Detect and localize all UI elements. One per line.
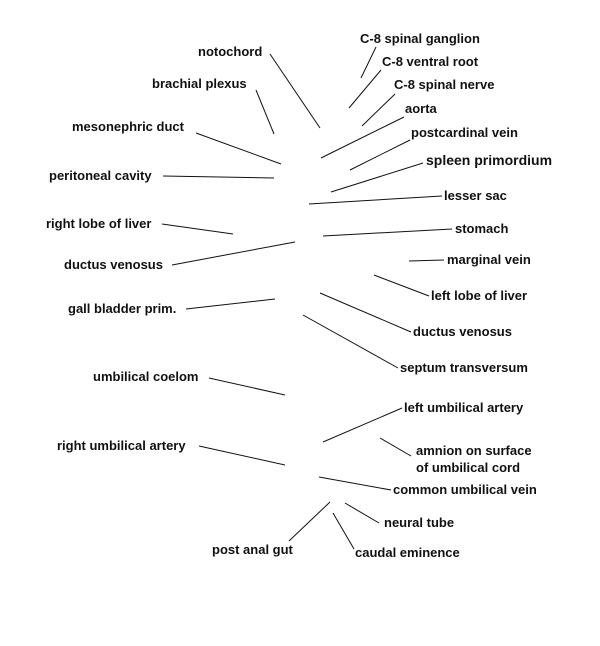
label-ductus-venosus-right: ductus venosus: [413, 324, 512, 339]
label-umbilical-coelom: umbilical coelom: [93, 369, 198, 384]
label-right-umbilical-artery: right umbilical artery: [57, 438, 186, 453]
label-stomach: stomach: [455, 221, 509, 236]
label-septum-transversum: septum transversum: [400, 360, 528, 375]
leader-mesonephric-duct: [195, 132, 282, 165]
label-spleen-primordium: spleen primordium: [426, 152, 552, 168]
leader-left-umbilical-artery: [322, 407, 403, 443]
label-aorta: aorta: [405, 101, 438, 116]
leader-right-lobe-of-liver: [161, 223, 234, 235]
leader-postcardinal-vein: [349, 139, 411, 171]
leader-septum-transversum: [302, 314, 399, 369]
leader-aorta: [320, 116, 405, 159]
leader-lines: [161, 46, 453, 550]
label-amnion-line2: of umbilical cord: [416, 460, 520, 475]
label-right-lobe-of-liver: right lobe of liver: [46, 216, 151, 231]
label-ductus-venosus-left: ductus venosus: [64, 257, 163, 272]
label-common-umbilical-vein: common umbilical vein: [393, 482, 537, 497]
leader-c8-spinal-ganglion: [360, 46, 377, 79]
label-left-umbilical-artery: left umbilical artery: [404, 400, 524, 415]
leader-ductus-venosus-right: [319, 292, 412, 333]
labels-left: notochord brachial plexus mesonephric du…: [46, 44, 294, 557]
leader-amnion: [379, 437, 412, 457]
leader-peritoneal-cavity: [162, 175, 275, 179]
label-marginal-vein: marginal vein: [447, 252, 531, 267]
label-postcardinal-vein: postcardinal vein: [411, 125, 518, 140]
label-brachial-plexus: brachial plexus: [152, 76, 247, 91]
leader-caudal-eminence: [332, 512, 355, 550]
label-c8-ventral-root: C-8 ventral root: [382, 54, 479, 69]
leader-right-umbilical-artery: [198, 445, 286, 466]
label-mesonephric-duct: mesonephric duct: [72, 119, 185, 134]
label-c8-spinal-nerve: C-8 spinal nerve: [394, 77, 494, 92]
leader-spleen-primordium: [330, 162, 424, 193]
label-peritoneal-cavity: peritoneal cavity: [49, 168, 152, 183]
label-amnion-line1: amnion on surface: [416, 443, 532, 458]
leader-c8-spinal-nerve: [361, 93, 396, 127]
label-neural-tube: neural tube: [384, 515, 454, 530]
leader-ductus-venosus-left: [171, 241, 296, 266]
leader-post-anal-gut: [288, 501, 331, 542]
label-gall-bladder-prim: gall bladder prim.: [68, 301, 176, 316]
leader-marginal-vein: [408, 259, 445, 262]
leader-c8-ventral-root: [348, 69, 382, 109]
leader-neural-tube: [344, 502, 380, 524]
leader-lesser-sac: [308, 195, 443, 205]
leader-umbilical-coelom: [208, 377, 286, 396]
leader-notochord: [269, 53, 321, 129]
label-caudal-eminence: caudal eminence: [355, 545, 460, 560]
label-c8-spinal-ganglion: C-8 spinal ganglion: [360, 31, 480, 46]
leader-brachial-plexus: [255, 89, 275, 135]
leader-left-lobe-of-liver: [373, 274, 430, 297]
labels-right: C-8 spinal ganglion C-8 ventral root C-8…: [355, 31, 552, 560]
leader-stomach: [322, 228, 453, 237]
label-left-lobe-of-liver: left lobe of liver: [431, 288, 527, 303]
label-post-anal-gut: post anal gut: [212, 542, 294, 557]
label-lesser-sac: lesser sac: [444, 188, 507, 203]
label-notochord: notochord: [198, 44, 262, 59]
leader-common-umbilical-vein: [318, 476, 392, 491]
leader-gall-bladder-prim: [185, 298, 276, 310]
